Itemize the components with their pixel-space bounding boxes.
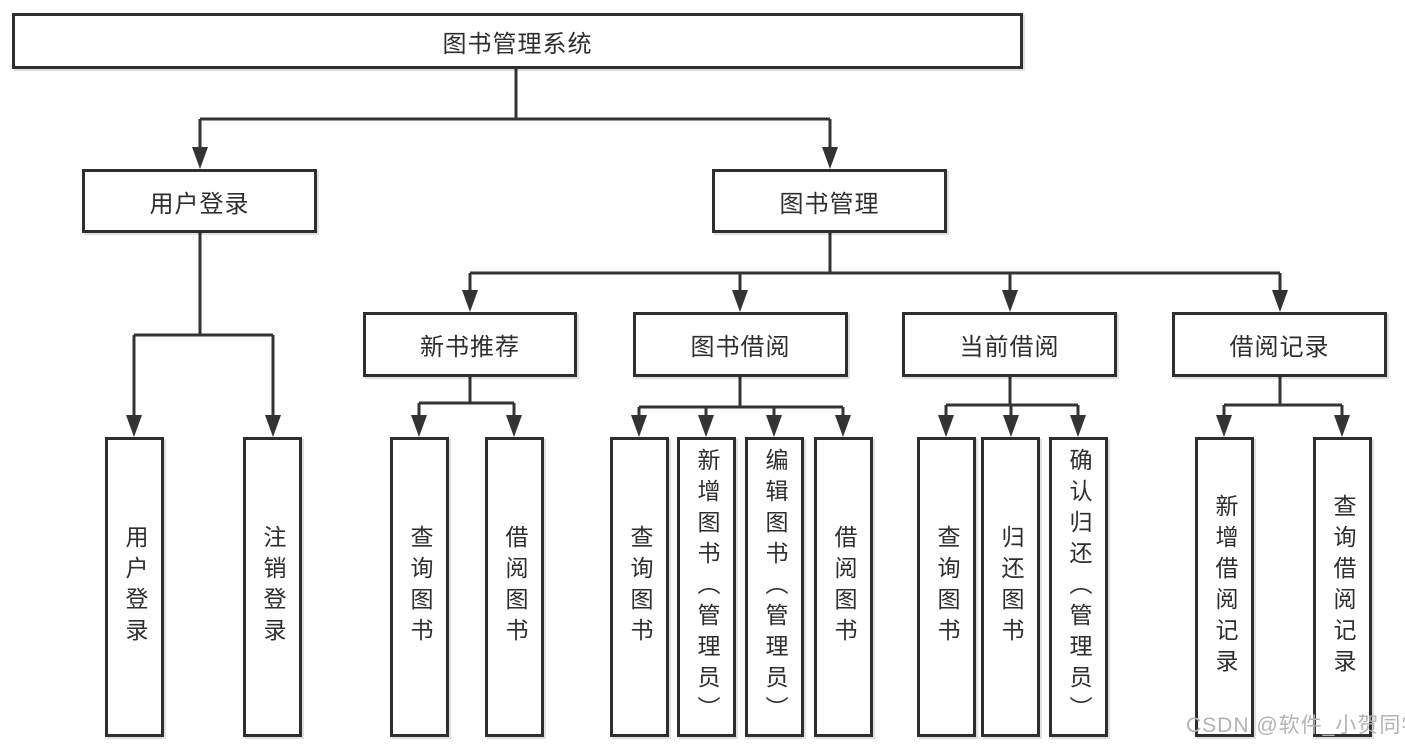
- leaf-add-borrow-record-label: 新增借阅记录: [1212, 494, 1238, 680]
- leaf-borrow-book-recommend-label: 借阅图书: [502, 525, 528, 649]
- csdn-watermark: CSDN @软件_小贺同学: [1186, 714, 1405, 737]
- leaf-logout-label: 注销登录: [260, 525, 286, 649]
- leaf-user-login-label: 用户登录: [122, 525, 148, 649]
- node-new-book-recommend: 新书推荐: [363, 312, 577, 377]
- leaf-query-book-recommend: 查询图书: [390, 437, 449, 737]
- leaf-confirm-return-admin: 确认归还（管理员）: [1049, 437, 1108, 737]
- leaf-edit-book-admin-label: 编辑图书（管理员）: [762, 447, 788, 727]
- leaf-borrow-book-recommend: 借阅图书: [485, 437, 544, 737]
- leaf-add-borrow-record: 新增借阅记录: [1195, 437, 1254, 737]
- leaf-query-book-recommend-label: 查询图书: [407, 525, 433, 649]
- leaf-confirm-return-admin-label: 确认归还（管理员）: [1066, 447, 1092, 727]
- node-user-login: 用户登录: [82, 169, 317, 233]
- leaf-borrow-book-label: 借阅图书: [831, 525, 857, 649]
- leaf-query-book-current-label: 查询图书: [934, 525, 960, 649]
- arrowheads: [126, 147, 1350, 437]
- leaf-query-book-label: 查询图书: [627, 525, 653, 649]
- leaf-add-book-admin-label: 新增图书（管理员）: [694, 447, 720, 727]
- node-borrow-records: 借阅记录: [1172, 312, 1387, 377]
- leaf-add-book-admin: 新增图书（管理员）: [677, 437, 736, 737]
- leaf-logout: 注销登录: [243, 437, 302, 737]
- node-library-management-system: 图书管理系统: [12, 13, 1023, 69]
- leaf-query-book-current: 查询图书: [917, 437, 976, 737]
- leaf-return-book-label: 归还图书: [998, 525, 1024, 649]
- leaf-user-login: 用户登录: [105, 437, 164, 737]
- leaf-borrow-book: 借阅图书: [814, 437, 873, 737]
- node-book-borrow: 图书借阅: [633, 312, 848, 377]
- leaf-edit-book-admin: 编辑图书（管理员）: [745, 437, 804, 737]
- leaf-query-book: 查询图书: [610, 437, 669, 737]
- leaf-query-borrow-record-label: 查询借阅记录: [1330, 494, 1356, 680]
- leaf-return-book: 归还图书: [981, 437, 1040, 737]
- node-current-borrow: 当前借阅: [902, 312, 1117, 377]
- leaf-query-borrow-record: 查询借阅记录: [1313, 437, 1372, 737]
- node-book-management: 图书管理: [712, 169, 947, 233]
